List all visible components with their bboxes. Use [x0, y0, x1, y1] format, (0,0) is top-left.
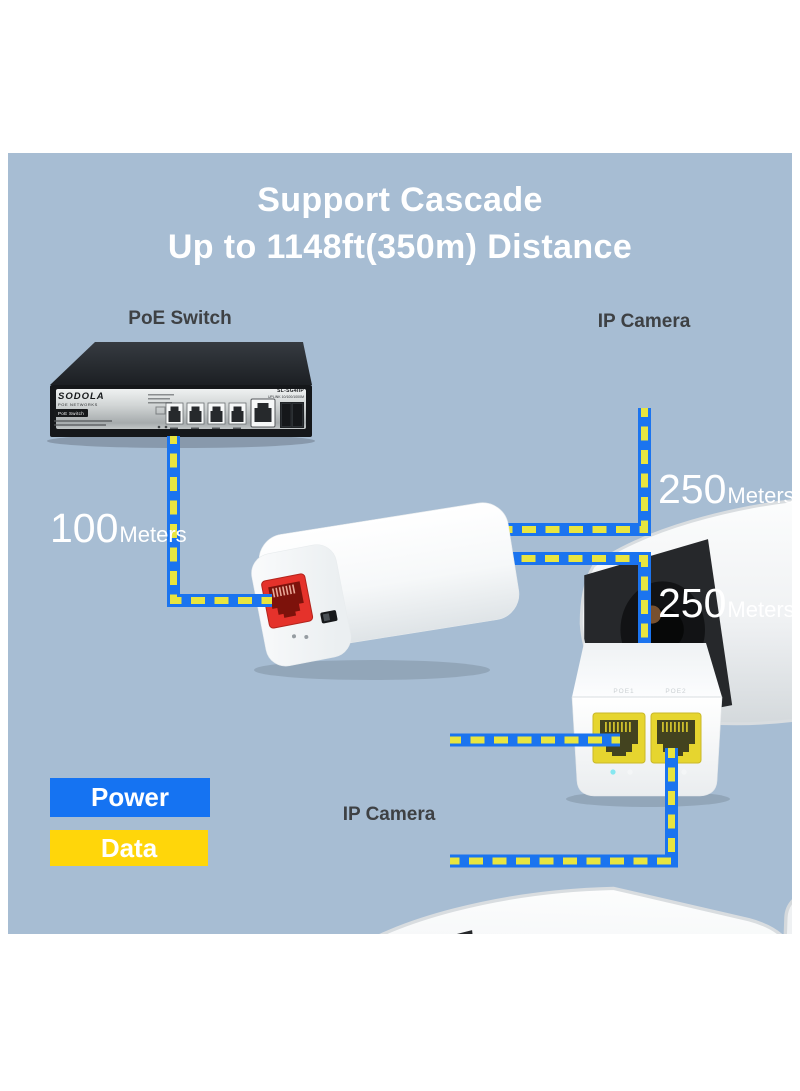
poe-switch-label: PoE Switch — [128, 308, 232, 329]
diagram-panel: Support Cascade Up to 1148ft(350m) Dista… — [8, 153, 792, 934]
cascade-port2-label: POE2 — [665, 688, 687, 695]
cascade-extender-device — [566, 643, 730, 807]
switch-brand: SODOLA — [58, 391, 105, 402]
poe-switch-device — [47, 342, 315, 448]
legend-data: Data — [50, 830, 208, 866]
cable-extender-to-top-camera — [500, 408, 651, 536]
legend-power: Power — [50, 778, 210, 817]
ip-camera-top-label: IP Camera — [597, 311, 691, 332]
switch-uplink-port — [250, 398, 276, 428]
switch-uplink-text: UPLINK 10/100/1000M — [268, 395, 304, 399]
cascade-led — [610, 769, 616, 775]
switch-description-line — [54, 424, 106, 426]
extender-red-port — [261, 573, 314, 629]
extender-led — [291, 634, 296, 639]
cable-extender-to-cascade — [500, 552, 651, 652]
switch-description-line — [54, 420, 112, 422]
distance-unit: Meters — [727, 597, 792, 622]
ip-camera-middle-device — [324, 874, 792, 934]
cascade-led — [627, 769, 633, 775]
distance-value: 250 — [658, 466, 727, 512]
hero-title: Support Cascade Up to 1148ft(350m) Dista… — [8, 177, 792, 271]
switch-sub-brand: POE NETWORKS — [58, 402, 98, 407]
extender-dip-switch — [320, 610, 338, 624]
hero-title-line1: Support Cascade — [257, 181, 543, 219]
distance-value: 250 — [658, 580, 727, 626]
cascade-port1-label: POE1 — [613, 688, 635, 695]
hero-title-line2: Up to 1148ft(350m) Distance — [167, 228, 633, 266]
cable-switch-to-extender — [167, 436, 272, 607]
network-diagram-graphic — [47, 342, 792, 934]
switch-fine-print — [148, 394, 174, 415]
cascade-led — [681, 769, 687, 775]
distance-unit: Meters — [727, 483, 792, 508]
extender-led — [304, 634, 309, 639]
distance-unit: Meters — [119, 522, 187, 547]
poe-extender-device — [251, 502, 520, 680]
switch-rj45-ports — [157, 398, 304, 429]
cable-cascade-to-bottom-camera — [450, 748, 678, 868]
switch-badge: PoE Switch — [54, 409, 89, 417]
distance-value: 100 — [50, 505, 119, 551]
ip-camera-middle-label: IP Camera — [342, 804, 436, 825]
switch-model: SL-SG4IIP — [277, 388, 304, 394]
switch-sfp-port — [280, 402, 304, 428]
